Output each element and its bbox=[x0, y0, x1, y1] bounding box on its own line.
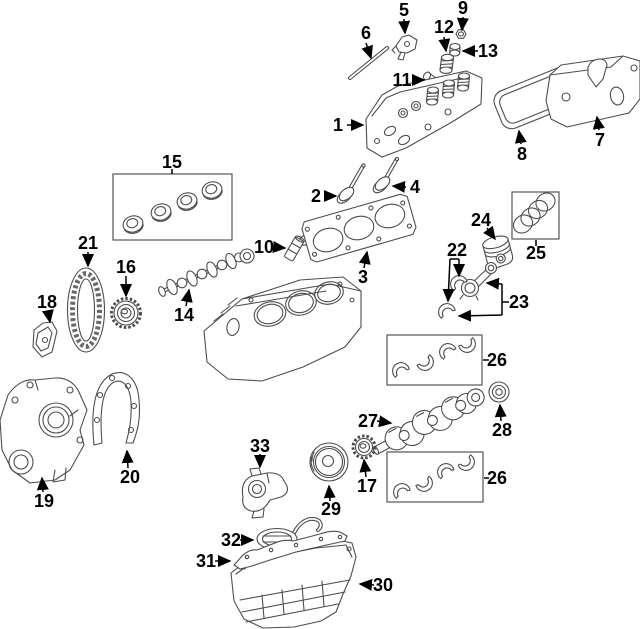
callout-3[interactable]: 3 bbox=[358, 267, 368, 287]
connecting-rod bbox=[459, 261, 498, 301]
callout-4-leader bbox=[391, 180, 407, 193]
timing-cover-gasket bbox=[92, 372, 141, 446]
callout-19[interactable]: 19 bbox=[34, 491, 54, 511]
piston bbox=[482, 235, 514, 269]
engine-block bbox=[203, 276, 362, 382]
callout-22-leader bbox=[442, 258, 455, 303]
timing-chain bbox=[66, 267, 106, 353]
callout-32[interactable]: 32 bbox=[221, 530, 241, 550]
timing-cover bbox=[0, 377, 88, 484]
callout-11[interactable]: 11 bbox=[392, 70, 411, 90]
callout-1[interactable]: 1 bbox=[333, 115, 343, 135]
oil-pan-gasket bbox=[233, 530, 348, 570]
callout-19-leader bbox=[36, 476, 49, 493]
callout-23[interactable]: 23 bbox=[509, 292, 529, 312]
callout-8-leader bbox=[514, 129, 527, 145]
callout-18-leader bbox=[41, 309, 54, 324]
callout-24-leader bbox=[483, 225, 496, 241]
callout-12-leader bbox=[438, 36, 451, 53]
callout-7-leader bbox=[592, 115, 605, 131]
callout-6-leader bbox=[361, 42, 373, 60]
callout-26[interactable]: 26 bbox=[487, 468, 507, 488]
callout-13[interactable]: 13 bbox=[478, 41, 498, 61]
callout-2[interactable]: 2 bbox=[311, 186, 321, 206]
callout-4[interactable]: 4 bbox=[410, 177, 420, 197]
callout-29[interactable]: 29 bbox=[321, 499, 341, 519]
piston-ring-set bbox=[512, 192, 556, 234]
callout-22[interactable]: 22 bbox=[447, 240, 467, 260]
callout-17[interactable]: 17 bbox=[357, 476, 377, 496]
crank-seal bbox=[488, 381, 510, 403]
pushrod bbox=[348, 46, 389, 80]
callout-6[interactable]: 6 bbox=[361, 23, 371, 43]
callout-10[interactable]: 10 bbox=[254, 237, 274, 257]
callout-28[interactable]: 28 bbox=[492, 420, 512, 440]
callout-5-leader bbox=[398, 18, 411, 35]
callout-12[interactable]: 12 bbox=[434, 17, 454, 37]
callout-17-leader bbox=[359, 458, 372, 478]
callout-16[interactable]: 16 bbox=[116, 257, 136, 277]
callout-7[interactable]: 7 bbox=[595, 130, 605, 150]
crankshaft bbox=[372, 388, 485, 455]
callout-29-leader bbox=[323, 484, 336, 502]
callout-26[interactable]: 26 bbox=[487, 350, 507, 370]
callout-28-leader bbox=[494, 403, 507, 422]
callout-23-leader bbox=[457, 309, 503, 322]
exhaust-valve bbox=[372, 156, 400, 194]
parts-box-25 bbox=[511, 191, 560, 240]
callout-10-leader bbox=[272, 241, 287, 253]
callout-14[interactable]: 14 bbox=[174, 305, 194, 325]
spring-retainer-icon bbox=[449, 42, 461, 57]
callout-27[interactable]: 27 bbox=[358, 411, 378, 431]
crank-sprocket bbox=[351, 434, 377, 460]
rocker-arm bbox=[391, 34, 418, 61]
callout-15[interactable]: 15 bbox=[162, 152, 182, 172]
callout-5[interactable]: 5 bbox=[399, 0, 409, 20]
callout-8[interactable]: 8 bbox=[517, 144, 527, 164]
head-gasket bbox=[299, 193, 417, 263]
valve-cover bbox=[545, 55, 640, 128]
callout-18[interactable]: 18 bbox=[37, 292, 57, 312]
callout-9[interactable]: 9 bbox=[458, 0, 468, 18]
valve-nut bbox=[455, 29, 467, 39]
callout-14-leader bbox=[180, 288, 193, 307]
callout-30-leader bbox=[358, 578, 375, 591]
harmonic-balancer bbox=[309, 442, 349, 482]
valve-lifter bbox=[284, 235, 305, 262]
camshaft-sprocket bbox=[110, 297, 142, 329]
callout-3-leader bbox=[358, 250, 371, 269]
cylinder-head bbox=[365, 70, 483, 158]
callout-27-leader bbox=[376, 415, 393, 428]
callout-25[interactable]: 25 bbox=[526, 243, 546, 263]
callout-31[interactable]: 31 bbox=[196, 551, 216, 571]
callout-23-leader bbox=[485, 277, 503, 290]
callout-21[interactable]: 21 bbox=[78, 233, 98, 253]
valve-spring bbox=[439, 53, 455, 74]
callout-24[interactable]: 24 bbox=[471, 210, 491, 230]
oil-pump-drive bbox=[241, 467, 288, 519]
parts-box-26 bbox=[386, 451, 484, 503]
callout-9-leader bbox=[456, 16, 469, 32]
camshaft bbox=[158, 248, 255, 297]
callout-33[interactable]: 33 bbox=[250, 436, 270, 456]
callout-20-leader bbox=[121, 449, 134, 469]
callout-30[interactable]: 30 bbox=[373, 575, 393, 595]
intake-valve bbox=[336, 163, 366, 204]
callout-20[interactable]: 20 bbox=[120, 467, 140, 487]
parts-box-26 bbox=[386, 334, 483, 386]
